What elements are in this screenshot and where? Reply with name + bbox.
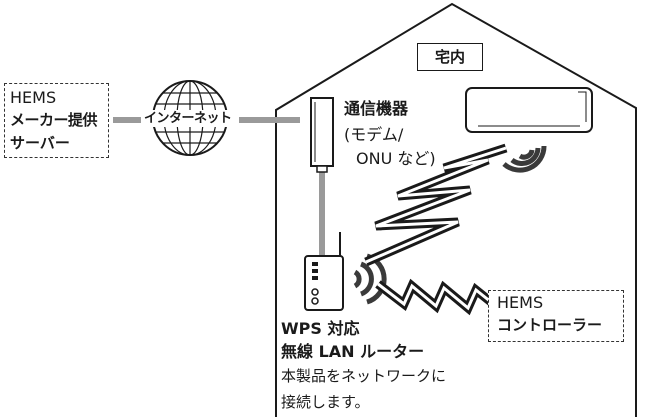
modem-line3: ONU など)	[356, 149, 436, 168]
router-device-icon	[304, 232, 344, 311]
hems-provider-line2: メーカー提供	[10, 111, 98, 129]
internet-label: インターネット	[144, 111, 232, 126]
router-line1: WPS 対応	[281, 319, 360, 338]
modem-device-icon	[310, 97, 334, 173]
house-label-box: 宅内	[417, 43, 483, 71]
modem-line2: (モデム/	[344, 125, 404, 144]
hems-controller-line2: コントローラー	[497, 316, 603, 334]
router-line2: 無線 LAN ルーター	[281, 342, 425, 361]
hems-controller-line1: HEMS	[497, 293, 544, 312]
aircon-wifi-icon	[502, 145, 547, 173]
router-line4: 接続します。	[281, 393, 370, 411]
router-line3: 本製品をネットワークに	[281, 367, 447, 385]
house-label: 宅内	[434, 47, 465, 66]
modem-title: 通信機器	[344, 99, 409, 118]
globe-icon	[141, 80, 239, 156]
hems-controller-box	[488, 290, 624, 342]
house-outline	[275, 2, 637, 417]
air-conditioner-icon	[465, 87, 593, 133]
hems-provider-server-box	[4, 83, 109, 158]
hems-provider-line1: HEMS	[10, 88, 57, 107]
hems-provider-line3: サーバー	[10, 134, 70, 152]
